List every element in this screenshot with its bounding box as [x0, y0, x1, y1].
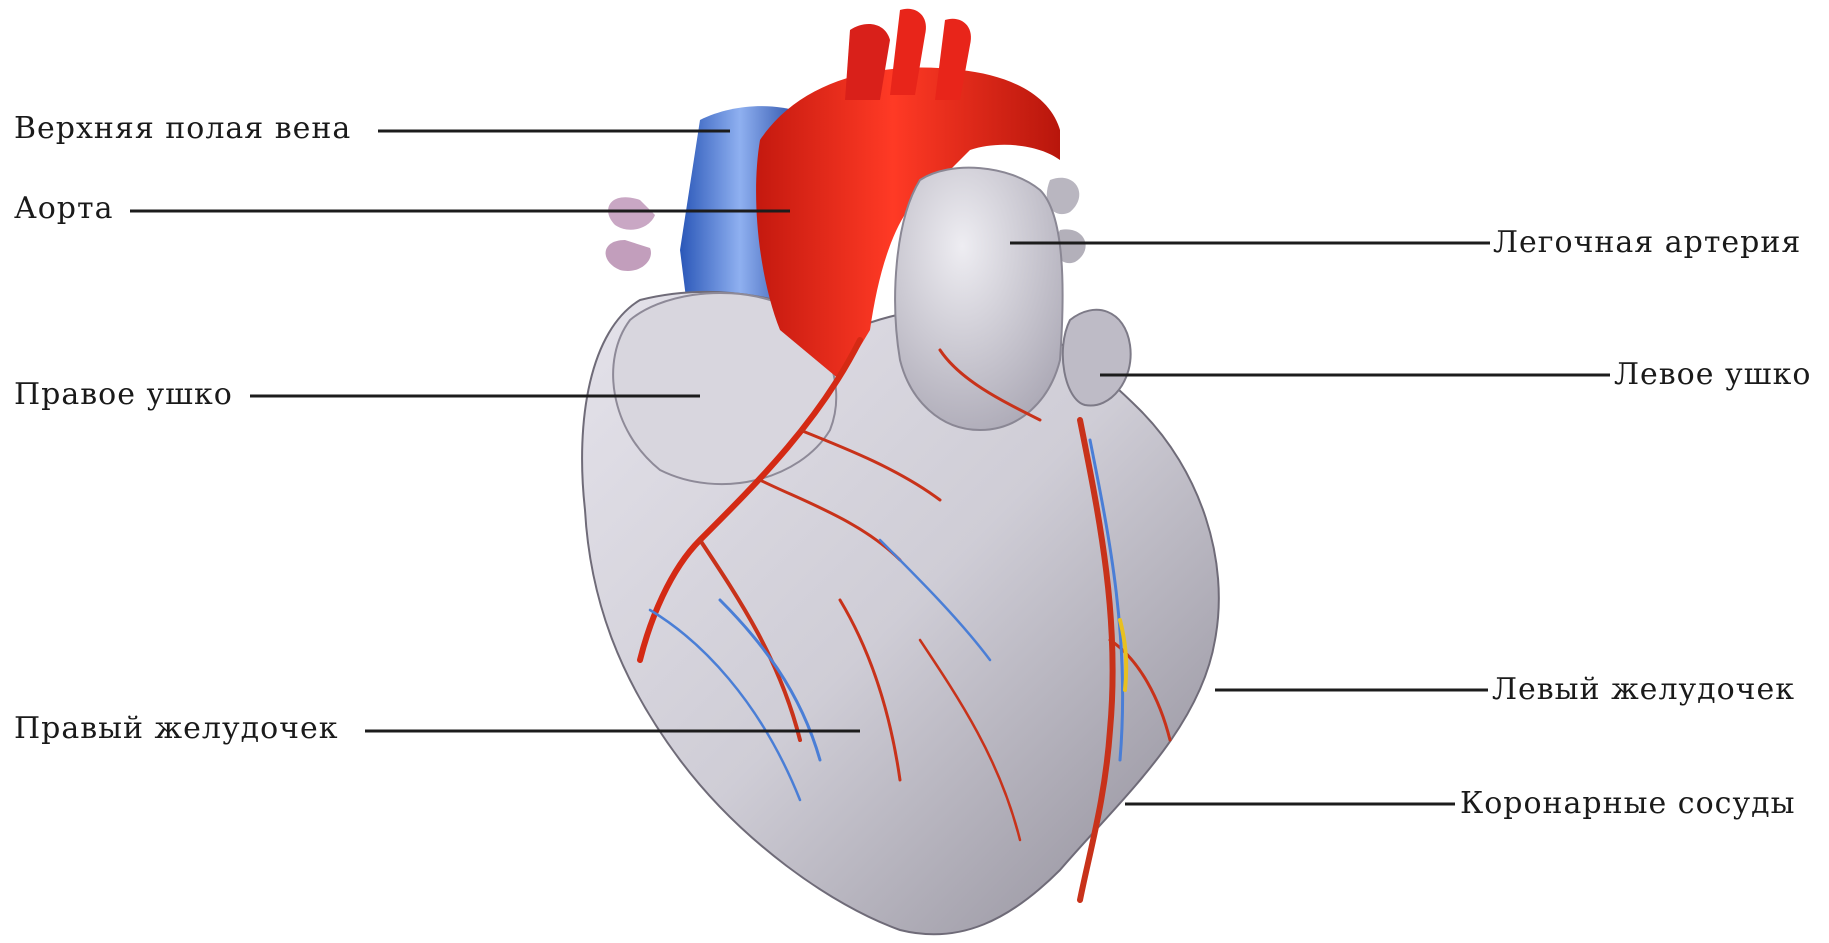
- label-superior-vena-cava: Верхняя полая вена: [14, 114, 351, 144]
- pulmonary-artery-shape: [895, 168, 1062, 430]
- label-left-auricle: Левое ушко: [1614, 360, 1811, 390]
- label-pulmonary-artery: Легочная артерия: [1493, 228, 1801, 258]
- label-left-ventricle: Левый желудочек: [1492, 675, 1795, 705]
- label-right-auricle: Правое ушко: [14, 380, 233, 410]
- label-right-ventricle: Правый желудочек: [14, 714, 338, 744]
- label-coronary-vessels: Коронарные сосуды: [1460, 789, 1795, 819]
- label-aorta: Аорта: [14, 194, 113, 224]
